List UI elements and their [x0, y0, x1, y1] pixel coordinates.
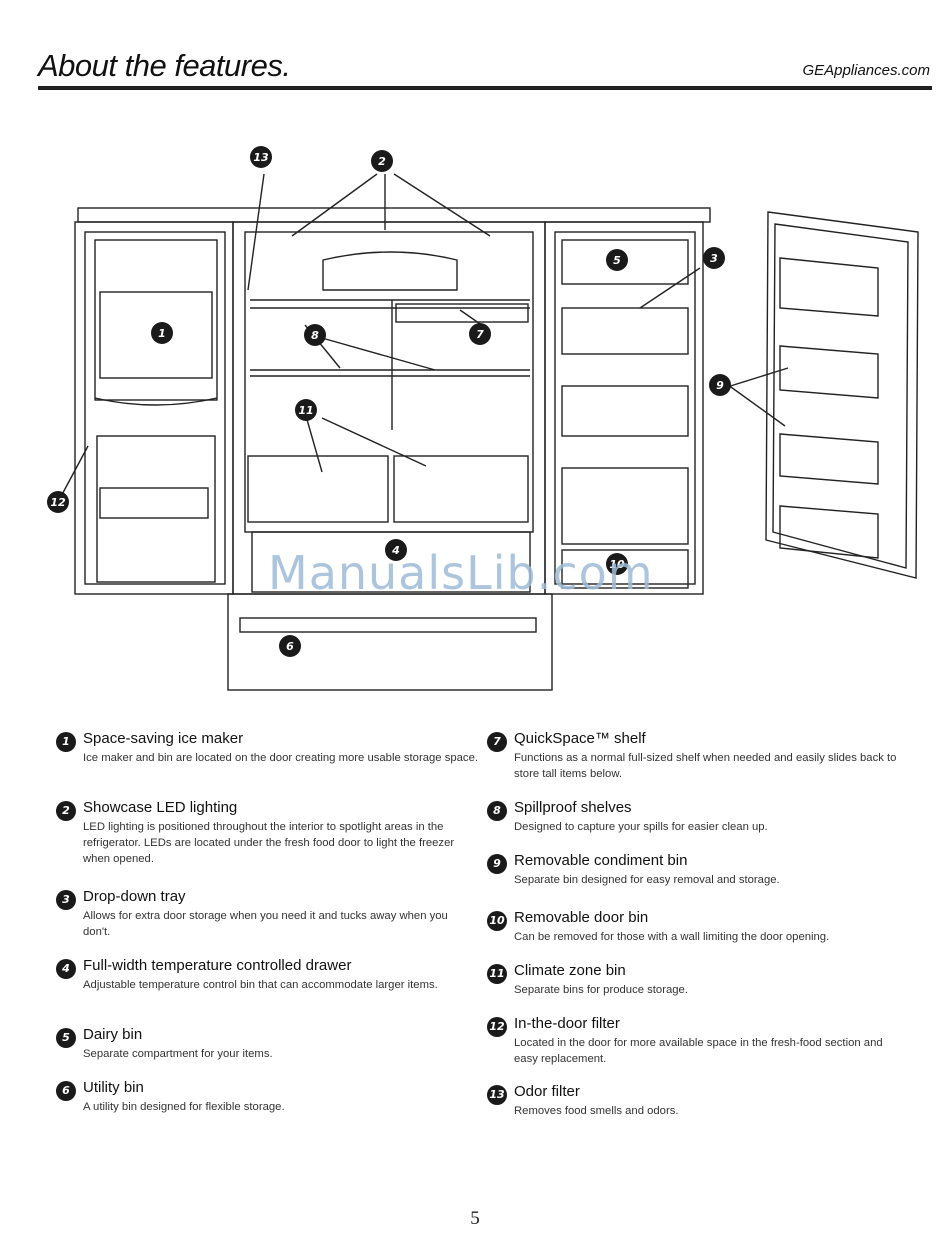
feature-6-badge: 6 — [56, 1081, 76, 1101]
feature-1-title: Space-saving ice maker — [83, 730, 244, 747]
feature-7-badge: 7 — [487, 732, 507, 752]
left-door — [74, 221, 234, 595]
watermark: ManualsLib.com — [268, 546, 654, 600]
callout-8: 8 — [304, 324, 326, 346]
page-header: About the features. GEAppliances.com — [38, 48, 932, 90]
feature-3-title: Drop-down tray — [83, 888, 186, 905]
feature-5-title: Dairy bin — [83, 1026, 143, 1043]
feature-3-desc: Allows for extra door storage when you n… — [83, 910, 448, 938]
callout-2-label: 2 — [378, 155, 386, 168]
climate-bin-left — [247, 455, 389, 523]
feature-7-title: QuickSpace™ shelf — [514, 730, 646, 747]
feature-5-desc: Separate compartment for your items. — [83, 1048, 273, 1060]
feature-10-desc: Can be removed for those with a wall lim… — [514, 931, 830, 943]
feature-8-title: Spillproof shelves — [514, 799, 632, 816]
feature-10-title: Removable door bin — [514, 909, 649, 926]
open-door-side — [765, 211, 919, 579]
feature-3-badge: 3 — [56, 890, 76, 910]
feature-13-title: Odor filter — [514, 1083, 580, 1100]
feature-2-desc: LED lighting is positioned throughout th… — [83, 821, 455, 865]
callout-11-label: 11 — [298, 404, 313, 417]
feature-6-title: Utility bin — [83, 1079, 144, 1096]
callout-5: 5 — [606, 249, 628, 271]
callout-9: 9 — [709, 374, 731, 396]
feature-12-badge: 12 — [487, 1017, 507, 1037]
callout-8-label: 8 — [311, 329, 319, 342]
header-rule — [38, 86, 932, 90]
callout-7-label: 7 — [476, 328, 484, 341]
feature-5-badge: 5 — [56, 1028, 76, 1048]
callout-3-label: 3 — [710, 252, 718, 265]
feature-13-desc: Removes food smells and odors. — [514, 1105, 679, 1117]
freezer-drawer — [227, 593, 553, 691]
feature-13-badge: 13 — [487, 1085, 507, 1105]
feature-9-title: Removable condiment bin — [514, 852, 688, 869]
callout-6: 6 — [279, 635, 301, 657]
feature-8-desc: Designed to capture your spills for easi… — [514, 821, 768, 833]
feature-6-desc: A utility bin designed for flexible stor… — [83, 1101, 285, 1113]
feature-12-title: In-the-door filter — [514, 1015, 620, 1032]
climate-bin-right — [393, 455, 529, 523]
refrigerator-diagram: 13 2 5 3 1 8 7 9 11 12 4 10 6 — [47, 146, 919, 691]
callout-11: 11 — [295, 399, 317, 421]
feature-11-title: Climate zone bin — [514, 962, 626, 979]
callout-13-label: 13 — [253, 151, 269, 164]
feature-1-desc: Ice maker and bin are located on the doo… — [83, 752, 478, 764]
callout-12: 12 — [47, 491, 69, 513]
callout-4-label: 4 — [391, 544, 400, 557]
feature-2-title: Showcase LED lighting — [83, 799, 238, 816]
callout-9-label: 9 — [716, 379, 724, 392]
cabinet-top — [77, 207, 711, 223]
page-number: 5 — [470, 1208, 480, 1229]
feature-11-badge: 11 — [487, 964, 507, 984]
fresh-food-interior — [232, 221, 546, 595]
callout-1: 1 — [151, 322, 173, 344]
callout-4: 4 — [385, 539, 407, 561]
feature-4-badge: 4 — [56, 959, 76, 979]
feature-10-badge: 10 — [487, 911, 507, 931]
feature-11-desc: Separate bins for produce storage. — [514, 984, 688, 996]
feature-4-desc: Adjustable temperature control bin that … — [83, 979, 438, 991]
feature-4-title: Full-width temperature controlled drawer — [83, 957, 352, 974]
right-door — [544, 221, 704, 595]
site-url: GEAppliances.com — [802, 62, 930, 79]
callout-12-label: 12 — [50, 496, 66, 509]
freezer-handle — [239, 617, 537, 633]
ice-maker-box — [94, 239, 218, 401]
dairy-bin — [561, 239, 689, 285]
feature-12-desc: Located in the door for more available s… — [514, 1037, 883, 1065]
page-title: About the features. — [38, 48, 291, 83]
feature-9-badge: 9 — [487, 854, 507, 874]
callout-5-label: 5 — [613, 254, 621, 267]
callout-3: 3 — [703, 247, 725, 269]
feature-7-desc: Functions as a normal full-sized shelf w… — [514, 752, 897, 780]
callout-6-label: 6 — [286, 640, 294, 653]
full-width-drawer — [251, 531, 531, 593]
callout-10-label: 10 — [609, 558, 625, 571]
feature-9-desc: Separate bin designed for easy removal a… — [514, 874, 780, 886]
feature-8-badge: 8 — [487, 801, 507, 821]
callout-2: 2 — [371, 150, 393, 172]
feature-1-badge: 1 — [56, 732, 76, 752]
callout-1-label: 1 — [158, 327, 166, 340]
callout-7: 7 — [469, 323, 491, 345]
callout-13: 13 — [250, 146, 272, 168]
callout-10: 10 — [606, 553, 628, 575]
feature-2-badge: 2 — [56, 801, 76, 821]
